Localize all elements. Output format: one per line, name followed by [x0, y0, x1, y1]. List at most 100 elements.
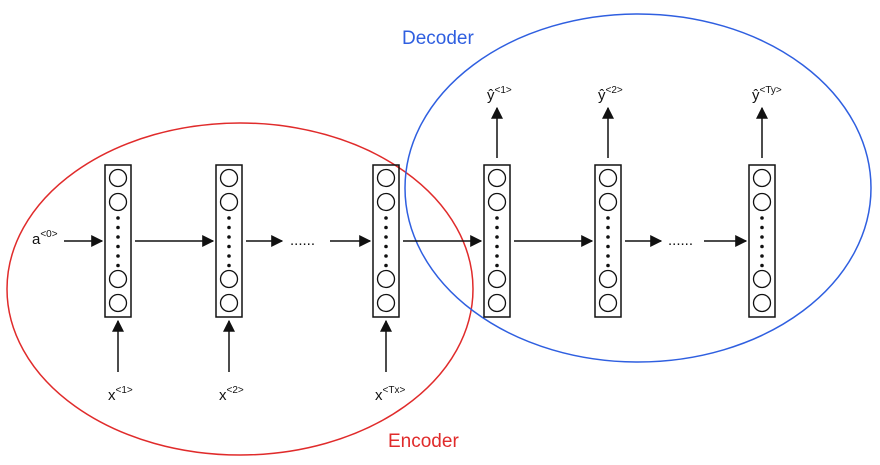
neuron-ellipsis-dot [760, 263, 764, 268]
neuron-circle [108, 168, 128, 188]
label-x2: x<2> [219, 385, 244, 404]
neuron-ellipsis-dot [606, 263, 610, 268]
decoder-ellipse [404, 13, 872, 363]
rnn-cell-frame [483, 164, 511, 318]
label-x2-sup: <2> [227, 385, 244, 396]
label-a0: a<0> [32, 229, 58, 248]
neuron-ellipsis-dot [760, 244, 764, 249]
neuron-circle [108, 293, 128, 313]
neuron-ellipsis-dot [227, 216, 231, 220]
label-yTy-sup: <Ty> [760, 85, 782, 96]
rnn-cell-frame [748, 164, 776, 318]
neuron-circle [376, 269, 396, 289]
rnn-cell-6 [748, 164, 776, 318]
rnn-cells [104, 164, 776, 318]
neuron-circle [219, 168, 239, 188]
neuron-ellipsis-dot [384, 263, 388, 268]
neuron-circle [108, 269, 128, 289]
neuron-circle [219, 192, 239, 212]
neuron-ellipsis-dot [760, 235, 764, 239]
decoder-ellipsis: ...... [668, 232, 693, 249]
neuron-ellipsis-dot [227, 235, 231, 239]
neuron-circle [487, 192, 507, 212]
label-x2-base: x [219, 387, 227, 404]
rnn-cell-frame [372, 164, 400, 318]
neuron-circle [598, 269, 618, 289]
label-a0-base: a [32, 231, 41, 248]
label-x1-base: x [108, 387, 116, 404]
rnn-cell-2 [215, 164, 243, 318]
neuron-circle [752, 269, 772, 289]
neuron-circle [219, 269, 239, 289]
neuron-ellipsis-dot [495, 263, 499, 268]
neuron-circle [598, 192, 618, 212]
neuron-ellipsis-dot [606, 254, 610, 258]
rnn-cell-frame [594, 164, 622, 318]
neuron-ellipsis-dot [116, 263, 120, 268]
rnn-cell-frame [215, 164, 243, 318]
rnn-cell-5 [594, 164, 622, 318]
neuron-ellipsis-dot [606, 216, 610, 220]
label-yTy: ŷ<Ty> [752, 85, 782, 104]
input-arrows [112, 319, 392, 372]
neuron-ellipsis-dot [384, 235, 388, 239]
neuron-circle [376, 293, 396, 313]
rnn-cell-1 [104, 164, 132, 318]
neuron-circle [376, 192, 396, 212]
neuron-ellipsis-dot [495, 225, 499, 230]
decoder-title: Decoder [402, 28, 474, 49]
label-x1-sup: <1> [116, 385, 133, 396]
encoder-title: Encoder [388, 431, 459, 452]
neuron-circle [108, 192, 128, 212]
neuron-circle [376, 168, 396, 188]
neuron-circle [752, 293, 772, 313]
neuron-ellipsis-dot [384, 244, 388, 249]
neuron-ellipsis-dot [606, 225, 610, 230]
neuron-ellipsis-dot [495, 235, 499, 239]
neuron-circle [487, 269, 507, 289]
label-xTx: x<Tx> [375, 385, 405, 404]
neuron-ellipsis-dot [227, 225, 231, 230]
label-yTy-base: ŷ [752, 87, 760, 104]
label-y2: ŷ<2> [598, 85, 623, 104]
rnn-cell-3 [372, 164, 400, 318]
neuron-circle [487, 168, 507, 188]
neuron-ellipsis-dot [116, 254, 120, 258]
label-xTx-sup: <Tx> [383, 385, 406, 396]
neuron-ellipsis-dot [760, 254, 764, 258]
rnn-cell-4 [483, 164, 511, 318]
neuron-ellipsis-dot [116, 235, 120, 239]
label-y2-base: ŷ [598, 87, 606, 104]
label-x1: x<1> [108, 385, 133, 404]
encoder-ellipsis: ...... [290, 232, 315, 249]
output-arrows [491, 106, 768, 158]
neuron-circle [598, 168, 618, 188]
neuron-circle [752, 192, 772, 212]
label-xTx-base: x [375, 387, 383, 404]
label-y1: ŷ<1> [487, 85, 512, 104]
neuron-ellipsis-dot [606, 244, 610, 249]
neuron-ellipsis-dot [495, 244, 499, 249]
neuron-ellipsis-dot [495, 254, 499, 258]
neuron-ellipsis-dot [384, 254, 388, 258]
neuron-ellipsis-dot [384, 225, 388, 230]
neuron-circle [752, 168, 772, 188]
neuron-ellipsis-dot [606, 235, 610, 239]
label-y1-base: ŷ [487, 87, 495, 104]
neuron-ellipsis-dot [760, 225, 764, 230]
neuron-ellipsis-dot [495, 216, 499, 220]
neuron-circle [487, 293, 507, 313]
label-a0-sup: <0> [40, 229, 57, 240]
neuron-ellipsis-dot [116, 225, 120, 230]
neuron-circle [598, 293, 618, 313]
neuron-ellipsis-dot [116, 216, 120, 220]
label-y1-sup: <1> [495, 85, 512, 96]
neuron-ellipsis-dot [384, 216, 388, 220]
rnn-cell-frame [104, 164, 132, 318]
neuron-ellipsis-dot [760, 216, 764, 220]
neuron-ellipsis-dot [116, 244, 120, 249]
label-y2-sup: <2> [606, 85, 623, 96]
encoder-ellipse [6, 122, 474, 456]
